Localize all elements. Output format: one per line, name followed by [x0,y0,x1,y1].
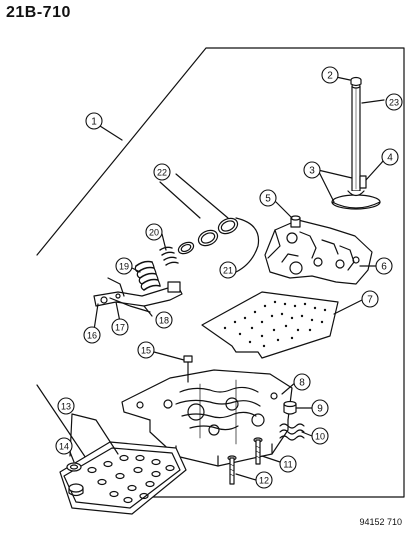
leader-3 [317,169,353,203]
callout-circle-8 [293,373,311,391]
callout-label-11: 11 [283,460,292,470]
leader-1 [99,125,123,141]
item-9-plug [283,400,297,415]
callout-circle-20 [145,223,163,241]
upper-valve-body [264,219,373,285]
callout-label-5: 5 [265,194,271,205]
accumulator-seals [177,217,239,255]
leader-16 [93,303,99,331]
callout-label-17: 17 [115,323,125,333]
callout-label-22: 22 [157,168,167,178]
callout-label-1: 1 [91,117,97,128]
callout-circle-5 [259,189,277,207]
leader-12 [235,473,257,481]
leader-15 [153,351,185,361]
callout-circle-16 [83,326,101,344]
callout-circle-19 [115,257,133,275]
callout-label-19: 19 [119,262,129,272]
leader-7 [333,299,363,315]
manual-valve-cap [350,76,362,87]
callout-label-23: 23 [389,98,399,108]
manual-valve [331,83,381,210]
callout-circle-3 [303,161,321,179]
callout-label-2: 2 [327,71,333,82]
callout-label-14: 14 [59,442,69,452]
oil-filter [59,441,187,515]
callout-circle-10 [311,427,329,445]
large-spring [134,260,161,291]
callout-label-16: 16 [87,331,97,341]
callout-label-4: 4 [387,153,393,164]
leader-5 [275,201,293,219]
callout-circle-11 [279,455,297,473]
item-10-spring [279,423,305,441]
leader-8 [281,381,297,395]
callout-label-8: 8 [299,378,305,389]
callout-circle-12 [255,471,273,489]
leader-10 [301,431,313,437]
screw-11 [253,437,263,465]
leader-11 [261,455,281,463]
callout-circle-21 [219,261,237,279]
lever-assembly [93,277,183,313]
leader-18 [143,305,153,317]
callout-circle-2 [321,66,339,84]
callout-circle-17 [111,318,129,336]
leader-19 [131,267,141,273]
callout-circle-1 [85,112,103,130]
pin [183,355,193,383]
screw-12 [227,455,237,485]
callout-circle-15 [137,341,155,359]
leader-20 [161,233,167,251]
callout-label-9: 9 [317,404,323,415]
accumulator-tube [235,217,260,273]
page-header: 21B-710 [6,4,71,21]
callout-label-18: 18 [159,316,169,326]
callout-circle-4 [381,148,399,166]
callout-label-20: 20 [149,228,159,238]
callout-label-15: 15 [141,346,151,356]
callout-circle-18 [155,311,173,329]
callout-label-12: 12 [259,476,269,486]
callout-label-13: 13 [61,402,71,412]
callout-circle-7 [361,290,379,308]
callout-circle-14 [55,437,73,455]
leader-14 [69,451,75,463]
callout-label-7: 7 [367,295,373,306]
callout-label-21: 21 [223,266,233,276]
callout-label-6: 6 [381,262,387,273]
figure-code: 94152 710 [359,517,402,527]
leader-23 [361,99,385,104]
callout-circle-9 [311,399,329,417]
leader-4 [365,159,385,181]
callout-label-10: 10 [315,432,325,442]
small-spring [159,246,179,266]
callout-circle-6 [375,257,393,275]
separator-plate [201,291,339,359]
leader-22 [159,173,229,219]
callout-label-3: 3 [309,166,315,177]
leader-2 [335,76,351,81]
callout-circle-22 [153,163,171,181]
callout-circle-23 [385,93,403,111]
filter-seal [66,462,82,472]
callout-circle-13 [57,397,75,415]
plug [290,215,301,228]
lower-valve-body [121,369,293,467]
